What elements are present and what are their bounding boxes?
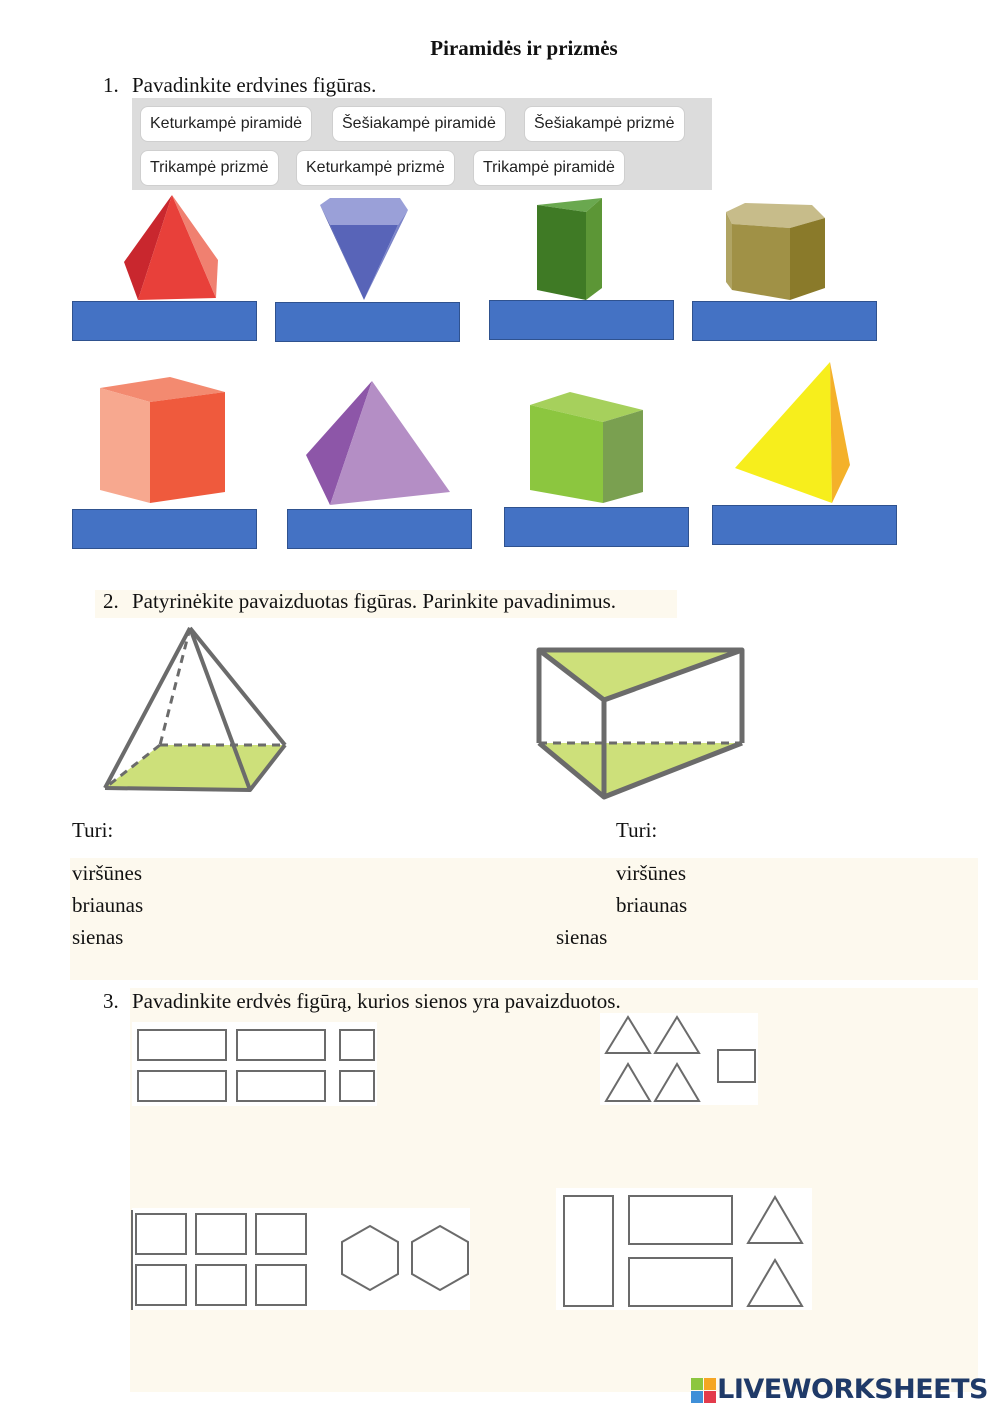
triangular-prism-diagram: [536, 647, 745, 800]
liveworksheets-logo-badge: [691, 1378, 717, 1404]
answer-box[interactable]: [275, 302, 460, 342]
right-vertices: viršūnes: [616, 861, 686, 885]
green-triangular-prism: [537, 198, 602, 300]
answer-box[interactable]: [72, 301, 257, 341]
q2-text: Patyrinėkite pavaizduotas figūras. Parin…: [132, 589, 617, 613]
red-triangular-pyramid: [124, 195, 218, 300]
left-has-label: Turi:: [72, 818, 114, 842]
answer-box[interactable]: [504, 507, 689, 547]
answer-box[interactable]: [287, 509, 472, 549]
left-faces: sienas: [72, 925, 124, 949]
olive-hexagonal-prism: [726, 203, 825, 300]
yellow-triangular-pyramid: [735, 362, 850, 503]
answer-box[interactable]: [489, 300, 674, 340]
liveworksheets-logo: LIVEWORKSHEETS: [717, 1374, 988, 1405]
q3-text: Pavadinkite erdvės figūrą, kurios sienos…: [132, 989, 621, 1013]
word-chip[interactable]: Trikampė piramidė: [473, 150, 625, 186]
word-chip[interactable]: Šešiakampė piramidė: [332, 106, 506, 142]
q1-text: Pavadinkite erdvines figūras.: [132, 73, 377, 97]
answer-box[interactable]: [712, 505, 897, 545]
word-chip[interactable]: Keturkampė prizmė: [296, 150, 455, 186]
word-chip[interactable]: Keturkampė piramidė: [140, 106, 313, 142]
q2-number: 2.: [103, 589, 119, 613]
blue-hexagonal-pyramid: [320, 198, 408, 300]
word-chip[interactable]: Trikampė prizmė: [140, 150, 279, 186]
square-pyramid-diagram: [103, 626, 287, 792]
q2-highlight: [95, 590, 677, 618]
q3-number: 3.: [103, 989, 119, 1013]
word-bank: Keturkampė piramidė Šešiakampė piramidė …: [132, 98, 712, 190]
q1-number: 1.: [103, 73, 119, 97]
left-edges: briaunas: [72, 893, 144, 917]
green-cube: [530, 392, 643, 503]
page-title: Piramidės ir prizmės: [430, 36, 618, 60]
right-has-label: Turi:: [616, 818, 658, 842]
left-vertices: viršūnes: [72, 861, 142, 885]
answer-box[interactable]: [692, 301, 877, 341]
purple-square-pyramid: [306, 381, 450, 505]
right-edges: briaunas: [616, 893, 688, 917]
q2-answer-area: [70, 858, 978, 980]
word-chip[interactable]: Šešiakampė prizmė: [524, 106, 685, 142]
answer-box[interactable]: [72, 509, 257, 549]
right-faces: sienas: [556, 925, 608, 949]
orange-cube: [100, 377, 225, 503]
